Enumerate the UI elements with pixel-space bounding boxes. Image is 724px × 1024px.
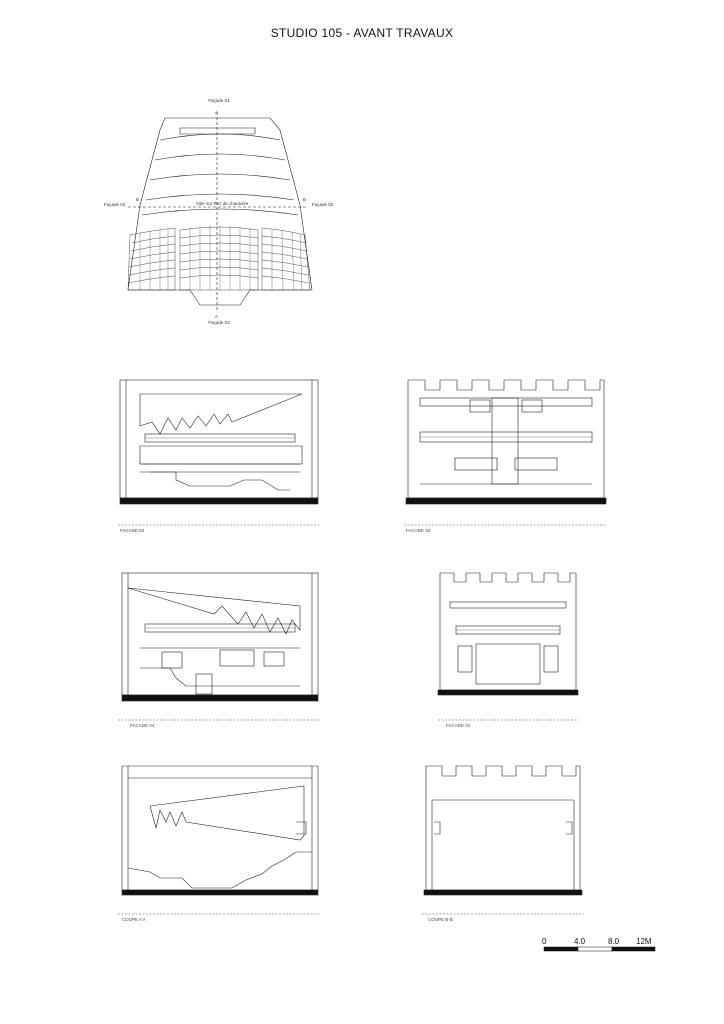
section-aa-drawing [121,765,319,896]
scale-label-12: 12M [636,937,652,946]
facade-01-drawing [437,572,579,696]
scale-label-0: 0 [542,937,547,946]
caption-facade-03: FACADE 03 [406,528,431,533]
plan-marker-b-right: B [303,197,306,202]
caption-coupe-aa: COUPE A A [122,917,146,922]
plan-label-facade-01: Façade 01 [208,98,230,103]
balcony-line-1 [159,133,281,141]
plan-outline [127,117,313,306]
page-title: STUDIO 105 - AVANT TRAVAUX [270,26,454,40]
plan-marker-a-top: A [215,110,218,115]
plan-label-void: Vide sur Rez de chaussée [196,201,249,206]
balcony-line-5 [141,208,299,216]
balcony-line-4 [145,193,295,201]
caption-coupe-bb: COUPE B-B [428,917,453,922]
section-bb-drawing [423,765,583,896]
seat-ticks [139,226,303,291]
balcony-line-2 [154,153,286,161]
caption-facade-02: FACADE 02 [120,528,145,533]
scale-label-4: 4.0 [574,937,586,946]
balcony-line-3 [149,173,291,181]
facade-02-drawing [119,379,319,505]
facade-04-drawing [121,572,319,702]
plan-label-facade-04: Façade 04 [104,202,126,207]
caption-facade-04: FACADE 04 [130,723,155,728]
floor-plan [127,112,313,312]
scale-label-8: 8.0 [608,937,620,946]
caption-facade-01: FACADE 01 [446,723,471,728]
facade-03-drawing [405,379,607,505]
plan-marker-b-left: B [136,197,139,202]
plan-label-facade-02: Façade 02 [312,202,334,207]
seating-rows [127,226,311,291]
plan-label-facade-03: Façade 03 [208,320,230,325]
stage-front [179,127,256,135]
plan-marker-a-bottom: A [215,314,218,319]
scale-bar: 0 4.0 8.0 12M [542,937,656,952]
